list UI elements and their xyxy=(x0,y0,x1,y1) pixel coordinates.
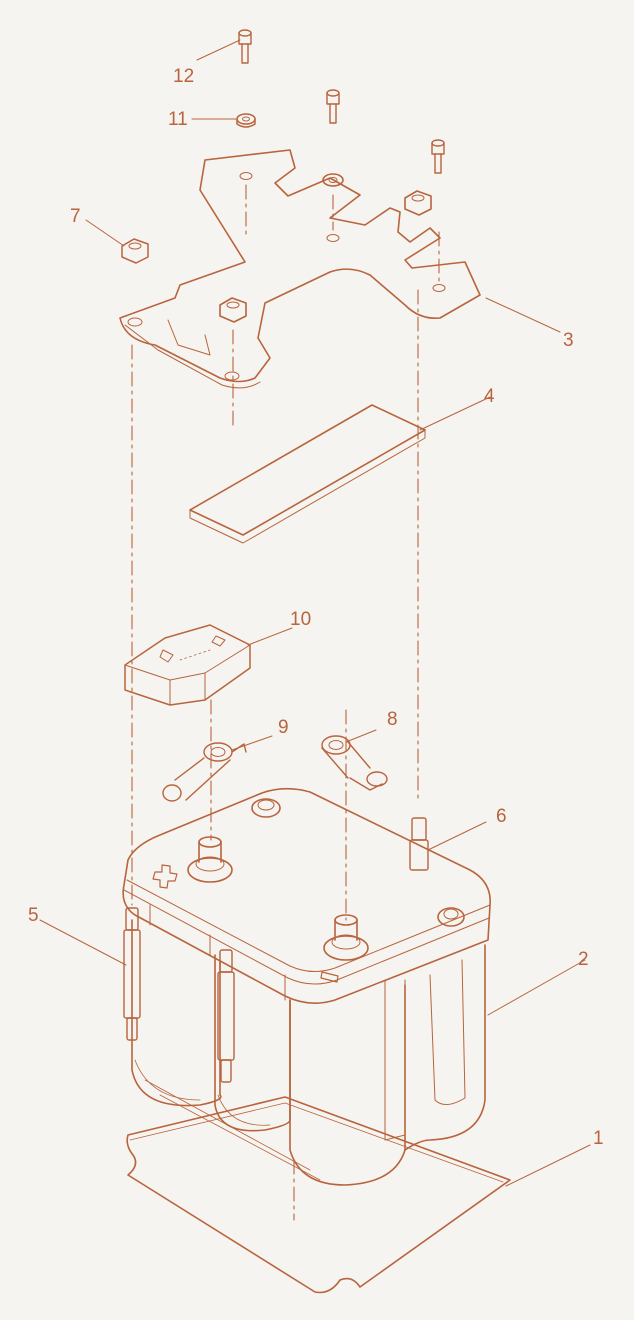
bracket-nut-front xyxy=(219,297,247,323)
cell-front xyxy=(289,984,406,1186)
part-2-battery-body xyxy=(122,787,491,1186)
cell-left xyxy=(131,919,222,1107)
minus-icon xyxy=(320,971,339,983)
bolt-top xyxy=(238,29,252,64)
negative-post xyxy=(323,914,369,961)
callout-6: 6 xyxy=(496,806,507,827)
callout-10: 10 xyxy=(290,609,311,630)
callout-3: 3 xyxy=(563,330,574,351)
callout-4: 4 xyxy=(484,386,495,407)
bracket-nut-rear xyxy=(404,190,432,216)
leader-lines xyxy=(39,39,591,1187)
callout-11: 11 xyxy=(168,109,188,130)
bracket-hole-right xyxy=(432,284,446,292)
callout-7: 7 xyxy=(70,206,81,227)
cell-center xyxy=(214,954,291,1132)
bracket-washer-mid xyxy=(322,173,344,187)
lid-cap-right xyxy=(437,907,465,927)
callout-8: 8 xyxy=(387,709,398,730)
part-6-threaded-rod xyxy=(409,817,429,871)
bracket-hole-left xyxy=(127,317,143,327)
bracket-hole-mid xyxy=(326,234,340,242)
plus-icon xyxy=(152,864,178,889)
bolt-right xyxy=(431,139,445,174)
part-5-threaded-rod xyxy=(123,907,235,1083)
callout-5: 5 xyxy=(28,905,39,926)
cell-right-front xyxy=(404,944,486,1151)
part-1-base-tray xyxy=(126,1096,511,1294)
part-8-terminal-clamp-neg xyxy=(321,735,388,791)
assembly-axes xyxy=(131,184,440,1221)
part-12-bolts xyxy=(238,29,445,174)
part-4-pad xyxy=(189,404,426,544)
bracket-hole-rear xyxy=(239,172,253,180)
part-9-terminal-clamp-pos xyxy=(162,742,247,802)
part-3-hold-down-bracket xyxy=(119,149,481,389)
battery-lid xyxy=(122,787,491,1004)
bolt-mid xyxy=(326,89,340,124)
positive-post xyxy=(187,836,233,883)
part-10-terminal-cover xyxy=(124,624,251,706)
callout-9: 9 xyxy=(278,717,289,738)
callout-2: 2 xyxy=(578,949,589,970)
callout-12: 12 xyxy=(173,66,194,87)
lid-cap-rear xyxy=(251,798,281,818)
part-11-washer xyxy=(236,113,256,128)
bracket-hole-front xyxy=(224,371,240,381)
part-7-nut xyxy=(121,238,149,264)
callout-1: 1 xyxy=(593,1128,604,1149)
callout-numbers: 1 2 3 4 5 6 7 8 9 10 11 12 xyxy=(28,66,604,1149)
